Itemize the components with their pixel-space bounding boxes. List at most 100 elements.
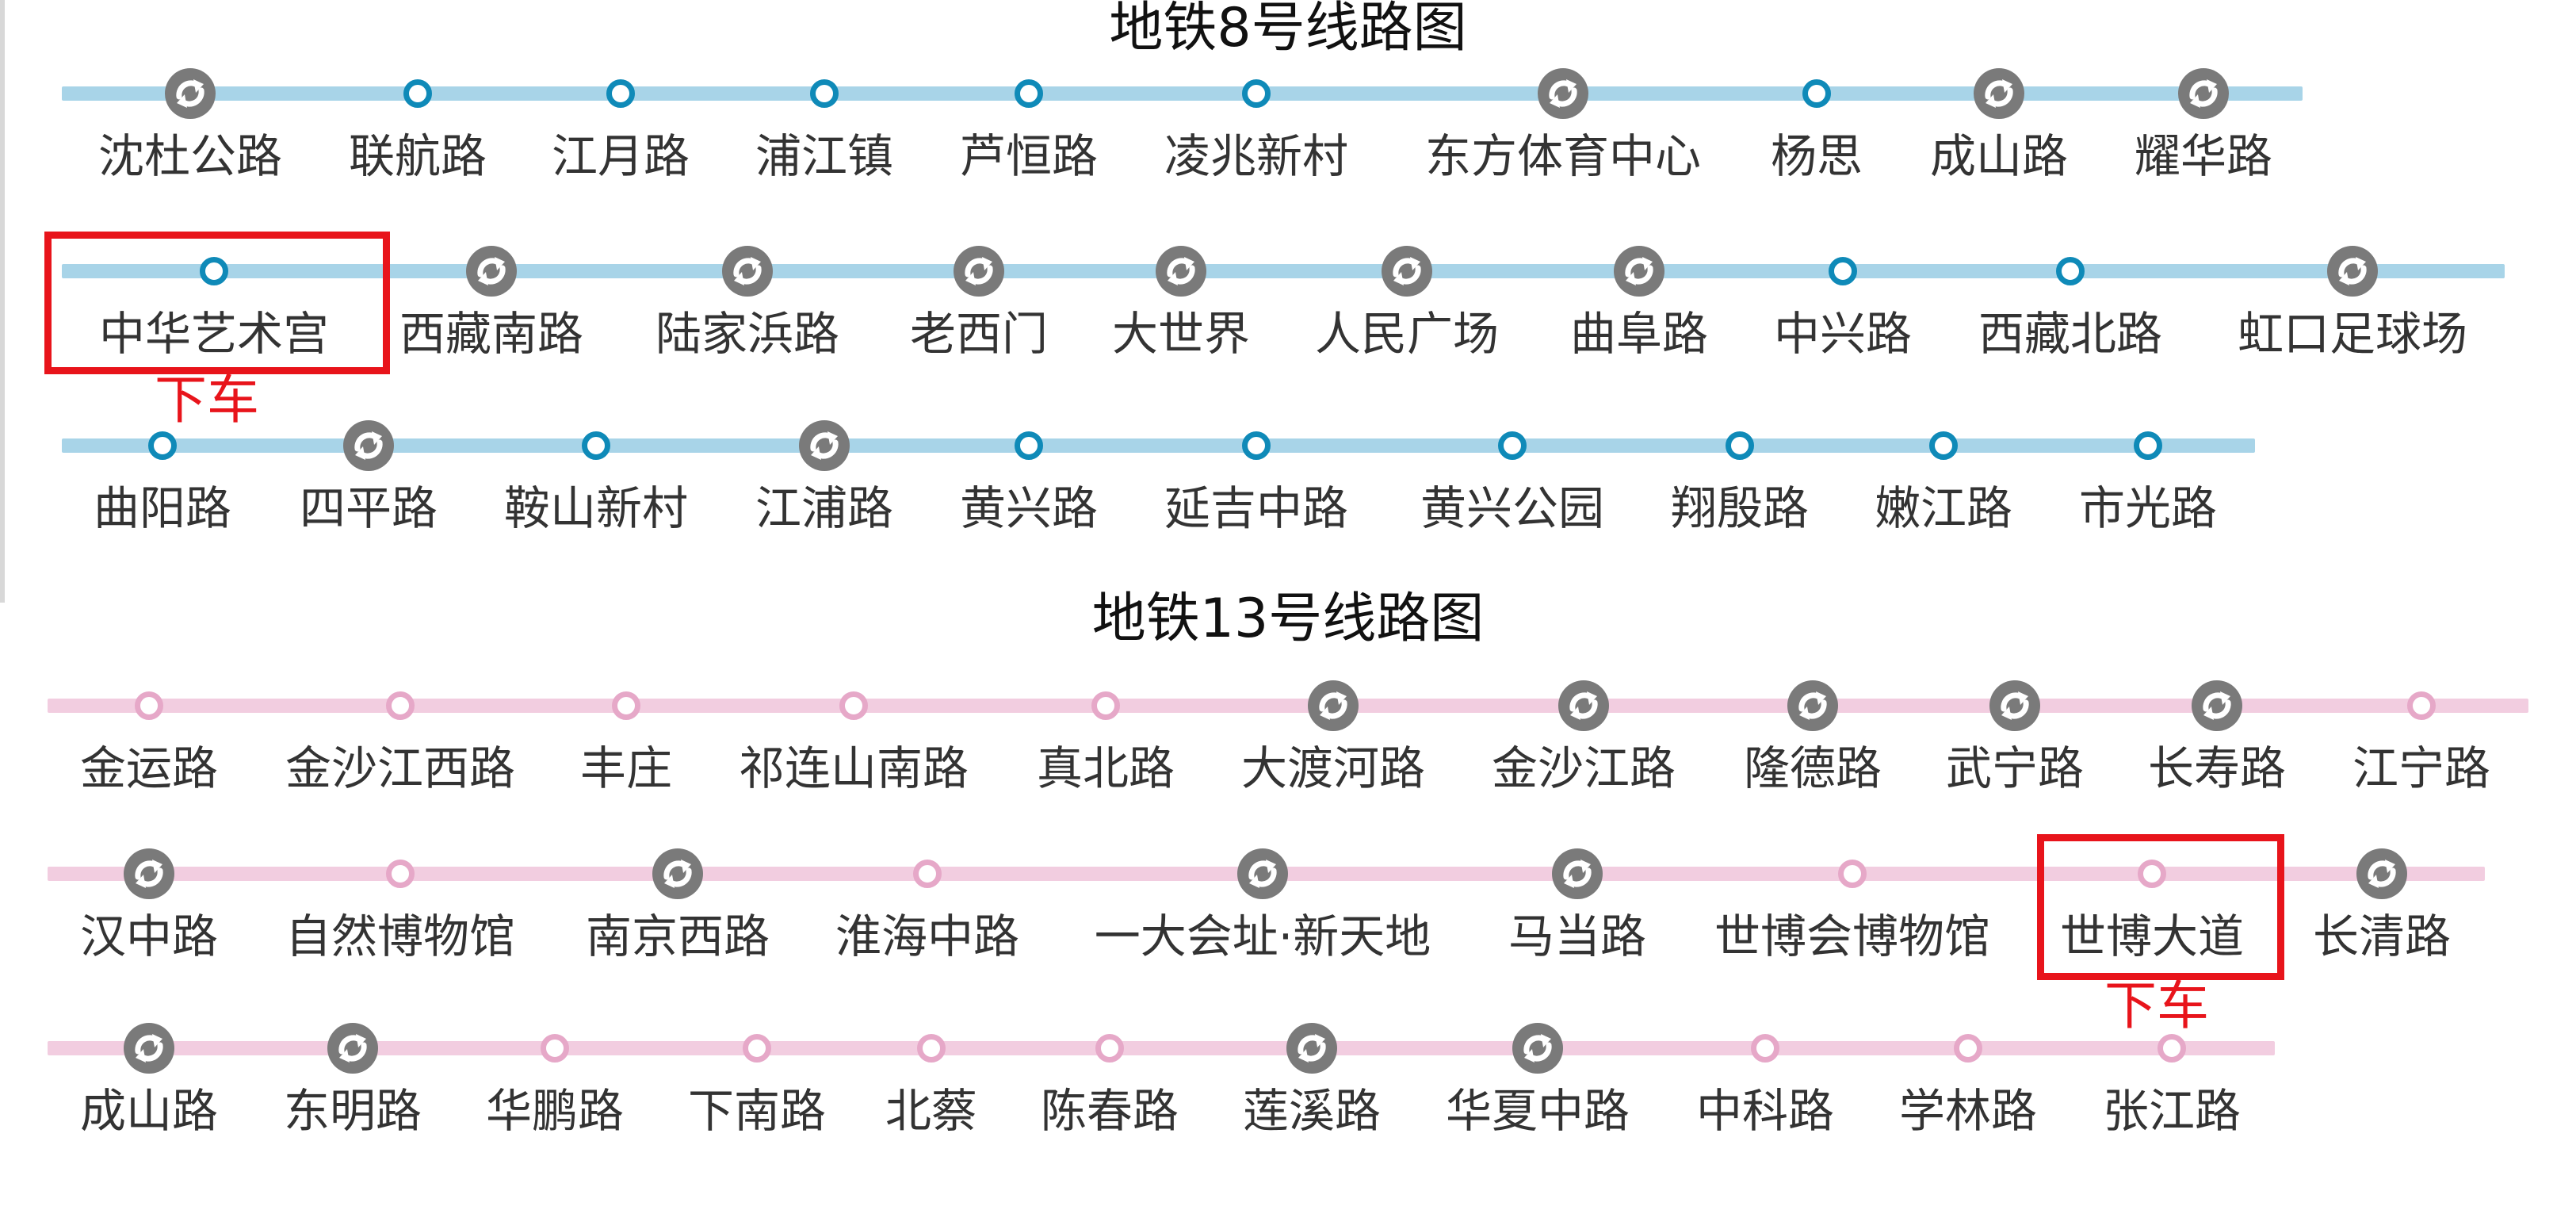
transfer-arrows-icon [1985,79,2013,108]
station-circle-icon [2134,431,2162,460]
station-label: 沈杜公路 [97,129,282,183]
station-label: 江月路 [551,129,690,183]
station-circle-icon [148,431,177,460]
station-label: 华鹏路 [485,1084,624,1138]
transfer-arrows-icon [733,257,762,285]
transfer-station-icon [1558,680,1609,731]
transfer-station-icon [2327,246,2378,297]
station-label: 金运路 [79,741,218,795]
station-label: 凌兆新村 [1164,129,1348,183]
station-label: 杨思 [1770,129,1863,183]
station-circle-icon [1091,691,1120,720]
transfer-arrows-icon [1625,257,1653,285]
station-label: 陈春路 [1040,1084,1179,1138]
station-label: 江浦路 [755,481,893,535]
station-circle-icon [839,691,868,720]
station-label: 市光路 [2078,481,2217,535]
station-circle-icon [1929,431,1958,460]
station-label: 隆德路 [1743,741,1882,795]
station-label: 翔殷路 [1670,481,1809,535]
line-13-track [48,699,2528,713]
station-label: 曲阜路 [1569,307,1708,361]
station-circle-icon [1802,79,1831,108]
station-label: 大世界 [1111,307,1250,361]
line-13-alight-label: 下车 [2104,975,2209,1036]
transfer-station-icon [1237,848,1288,899]
station-label: 虹口足球场 [2237,307,2467,361]
station-label: 江宁路 [2352,741,2490,795]
station-circle-icon [606,79,635,108]
station-label: 金沙江西路 [285,741,515,795]
station-circle-icon [1954,1034,1982,1063]
transfer-station-icon [1382,246,1432,297]
station-label: 张江路 [2102,1084,2241,1138]
station-label: 曲阳路 [93,481,231,535]
transfer-station-icon [2178,68,2229,119]
station-circle-icon [200,257,228,285]
transfer-station-icon [799,420,850,471]
station-label: 下南路 [687,1084,826,1138]
line-8-alight-label: 下车 [155,370,259,431]
station-label: 成山路 [79,1084,218,1138]
station-circle-icon [1829,257,1857,285]
transfer-arrows-icon [1563,860,1592,888]
station-label: 浦江镇 [755,129,893,183]
station-circle-icon [743,1034,771,1063]
station-circle-icon [386,691,415,720]
station-label: 耀华路 [2134,129,2272,183]
transfer-arrows-icon [135,1034,163,1063]
line-8-alight-highlight-box [44,232,390,374]
station-circle-icon [1015,431,1043,460]
station-label: 莲溪路 [1242,1084,1381,1138]
station-label: 中科路 [1695,1084,1834,1138]
station-label: 老西门 [909,307,1048,361]
left-edge-rule [0,0,5,603]
transfer-arrows-icon [354,431,383,460]
transfer-arrows-icon [176,79,204,108]
line-8-track [62,438,2255,453]
transfer-station-icon [1614,246,1664,297]
station-label: 嫩江路 [1874,481,2012,535]
station-label: 长寿路 [2147,741,2286,795]
transfer-arrows-icon [663,860,692,888]
station-circle-icon [1726,431,1754,460]
line-13-row-1: 金运路金沙江西路丰庄祁连山南路真北路大渡河路金沙江路隆德路武宁路长寿路江宁路 [0,680,2576,864]
transfer-arrows-icon [965,257,993,285]
line-13-row-2: 汉中路自然博物馆南京西路淮海中路一大会址·新天地马当路世博会博物馆世博大道长清路 [0,848,2576,1032]
transfer-station-icon [652,848,703,899]
station-label: 世博会博物馆 [1714,909,1990,963]
transfer-arrows-icon [1319,691,1347,720]
station-label: 东明路 [283,1084,422,1138]
station-label: 鞍山新村 [503,481,688,535]
transfer-arrows-icon [1549,79,1577,108]
transfer-arrows-icon [1523,1034,1552,1063]
station-circle-icon [612,691,640,720]
line-8-row-3: 曲阳路四平路鞍山新村江浦路黄兴路延吉中路黄兴公园翔殷路嫩江路市光路 [0,420,2576,604]
station-circle-icon [1015,79,1043,108]
station-circle-icon [1498,431,1527,460]
station-label: 丰庄 [579,741,672,795]
station-label: 联航路 [348,129,487,183]
station-label: 一大会址·新天地 [1094,909,1431,963]
transfer-station-icon [1552,848,1603,899]
transfer-station-icon [1156,246,1206,297]
transfer-station-icon [343,420,394,471]
transfer-arrows-icon [1298,1034,1326,1063]
station-label: 北蔡 [885,1084,977,1138]
transfer-arrows-icon [338,1034,367,1063]
station-label: 武宁路 [1945,741,2084,795]
station-circle-icon [2138,860,2166,888]
transfer-station-icon [1989,680,2040,731]
station-circle-icon [2407,691,2436,720]
transfer-arrows-icon [1167,257,1195,285]
line-13-alight-highlight-box [2037,834,2284,980]
station-circle-icon [2157,1034,2186,1063]
transfer-station-icon [1538,68,1588,119]
transfer-arrows-icon [135,860,163,888]
line-8-track [62,264,2505,278]
station-circle-icon [2056,257,2085,285]
station-label: 西藏南路 [399,307,583,361]
transfer-station-icon [722,246,773,297]
line-8-title: 地铁8号线路图 [1109,0,1467,59]
station-circle-icon [582,431,610,460]
